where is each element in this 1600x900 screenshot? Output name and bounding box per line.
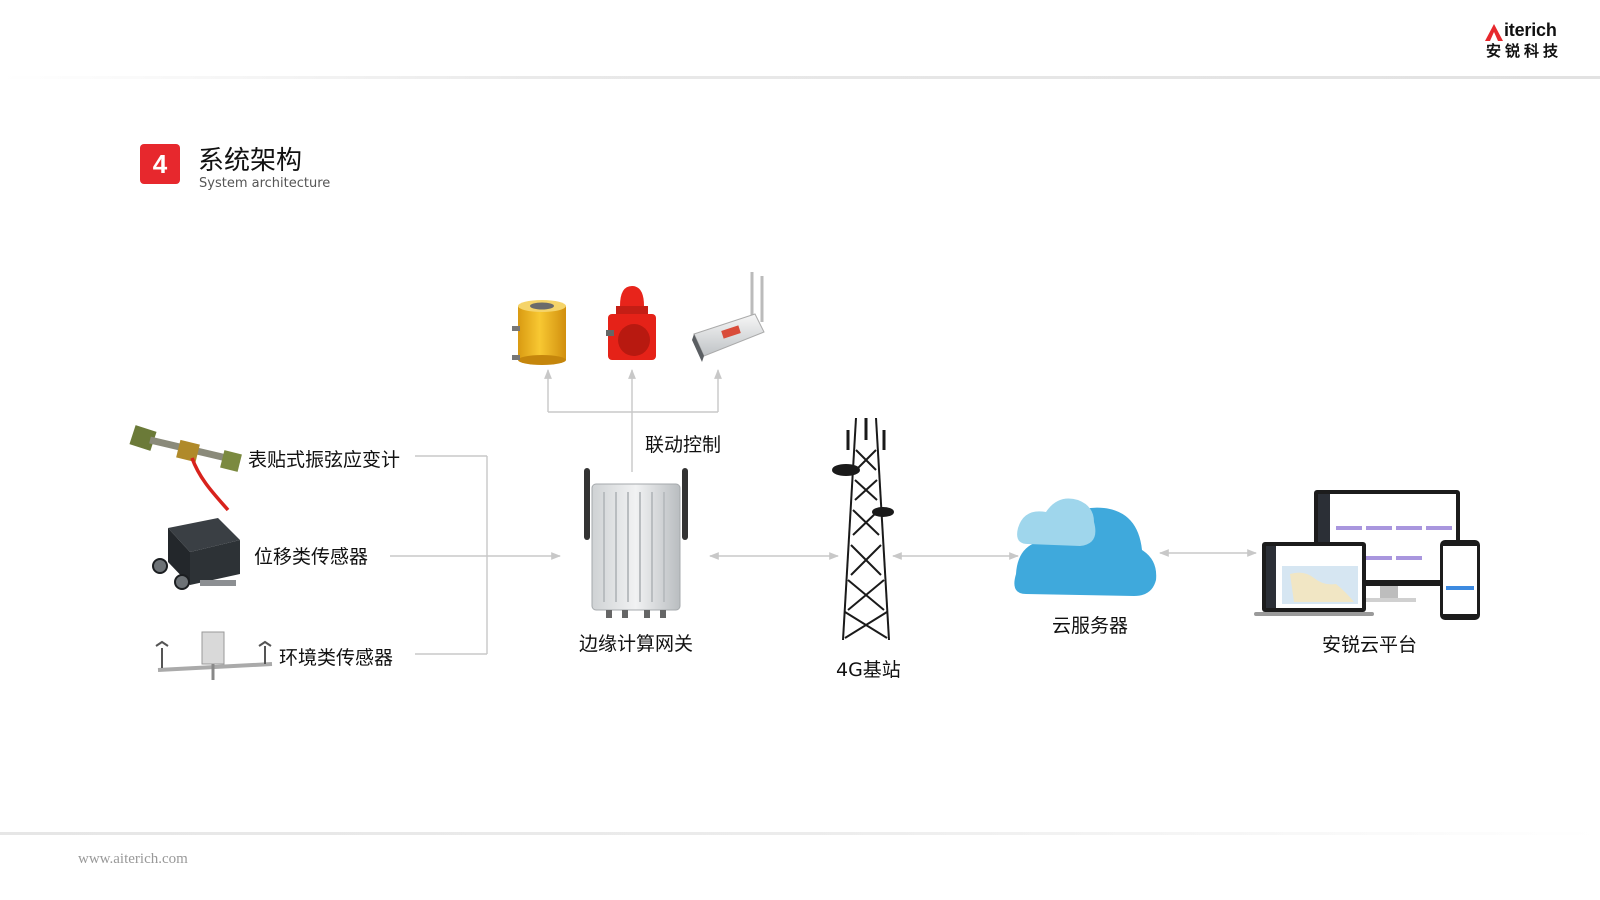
cloud-server-label: 云服务器 bbox=[1052, 615, 1129, 637]
gateway-label: 边缘计算网关 bbox=[579, 633, 694, 655]
brand-logo: iterich 安锐科技 bbox=[1484, 20, 1576, 60]
cell-tower-icon bbox=[832, 417, 894, 641]
tower-label: 4G基站 bbox=[836, 659, 901, 681]
sensor-label-environment: 环境类传感器 bbox=[279, 647, 394, 669]
cloud-platform-label: 安锐云平台 bbox=[1322, 634, 1418, 656]
edge-gateway-icon bbox=[584, 468, 688, 618]
sensor-connectors bbox=[390, 455, 561, 655]
section-title: 系统架构 bbox=[198, 146, 303, 176]
hydraulic-jack-icon bbox=[512, 300, 566, 365]
weather-station-icon bbox=[155, 631, 273, 680]
control-connectors bbox=[544, 369, 722, 472]
cloud-server-icon bbox=[1014, 498, 1157, 596]
camera-icon bbox=[692, 272, 765, 362]
network-connectors bbox=[709, 549, 1257, 560]
footer-website-link[interactable]: www.aiterich.com bbox=[78, 851, 188, 867]
footer-divider bbox=[0, 832, 1600, 835]
cloud-platform-devices-icon bbox=[1254, 490, 1480, 620]
section-subtitle: System architecture bbox=[199, 176, 331, 191]
displacement-sensor-icon bbox=[152, 518, 240, 590]
header-divider bbox=[0, 76, 1600, 79]
control-label: 联动控制 bbox=[645, 434, 722, 456]
alarm-siren-icon bbox=[606, 286, 656, 360]
section-number-badge: 4 bbox=[140, 144, 180, 184]
logo-mark-icon bbox=[1485, 24, 1503, 41]
sensor-label-displacement: 位移类传感器 bbox=[254, 546, 369, 568]
strain-gauge-icon bbox=[129, 425, 242, 512]
logo-text-en: iterich bbox=[1504, 20, 1557, 40]
logo-text-cn: 安锐科技 bbox=[1486, 42, 1563, 60]
sensor-label-strain-gauge: 表贴式振弦应变计 bbox=[248, 449, 401, 471]
